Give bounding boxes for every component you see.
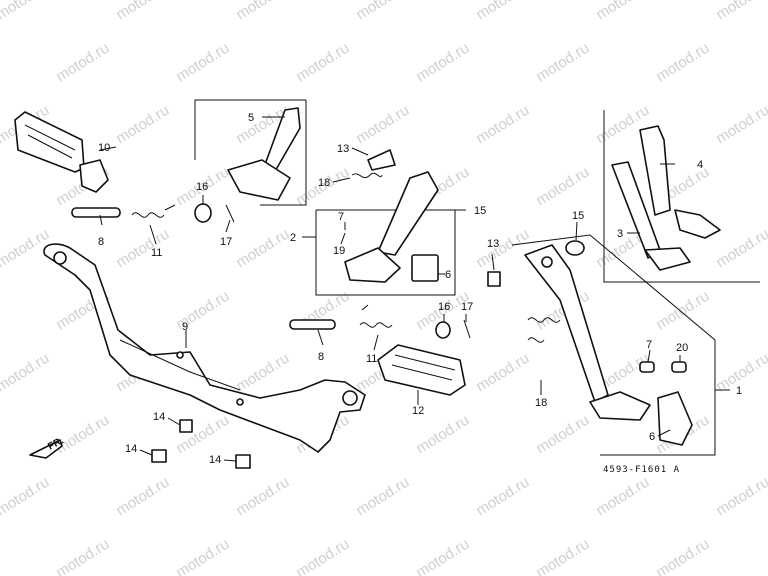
sidestand-assembly-2: [344, 149, 439, 283]
callout-5: 5: [248, 112, 254, 124]
sidestand-small: [227, 107, 301, 201]
callout-8-left: 8: [98, 236, 104, 248]
watermark-text: motod.ru: [413, 536, 472, 576]
watermark-text: motod.ru: [53, 412, 112, 458]
watermark-text: motod.ru: [413, 40, 472, 86]
callout-11-left: 11: [151, 247, 162, 259]
callout-labels: 1 2 3 4 5 6 6 7 7 8 8 9 10 11 11 12 13 1…: [98, 112, 742, 466]
sidestand-assembly-4: [611, 125, 721, 271]
washers: [194, 203, 471, 339]
diagram-code: 4593-F1601 A: [603, 465, 680, 475]
watermark-text: motod.ru: [653, 40, 712, 86]
watermark-text: motod.ru: [53, 536, 112, 576]
callout-11-right: 11: [366, 353, 377, 365]
callout-18-stand: 18: [318, 177, 330, 189]
springs: [131, 204, 393, 328]
callout-3: 3: [617, 228, 623, 240]
watermark-text: motod.ru: [533, 40, 592, 86]
callout-6-stand: 6: [445, 269, 451, 281]
watermark-text: motod.ru: [653, 288, 712, 334]
watermark-text: motod.ru: [473, 474, 532, 520]
callout-14-b: 14: [125, 443, 137, 455]
watermark-text: motod.ru: [713, 474, 768, 520]
watermark-text: motod.ru: [413, 412, 472, 458]
watermark-text: motod.ru: [173, 40, 232, 86]
callout-20: 20: [676, 342, 688, 354]
callout-leaders: [99, 116, 730, 462]
watermark-text: motod.ru: [353, 0, 412, 23]
watermark-text: motod.ru: [113, 226, 172, 272]
watermark-text: motod.ru: [293, 536, 352, 576]
watermark-text: motod.ru: [713, 226, 768, 272]
watermark-text: motod.ru: [113, 474, 172, 520]
callout-13-stand: 13: [337, 143, 349, 155]
step-bar-part: [43, 243, 366, 453]
callout-7-stand: 7: [338, 211, 344, 223]
callout-6-main: 6: [649, 431, 655, 443]
callout-19: 19: [333, 245, 345, 257]
callout-8-right: 8: [318, 351, 324, 363]
watermark-text: motod.ru: [473, 350, 532, 396]
group-boxes: [194, 99, 760, 456]
callout-1: 1: [736, 385, 742, 397]
callout-15-stand: 15: [474, 205, 486, 217]
watermark-text: motod.ru: [713, 102, 768, 148]
watermark-text: motod.ru: [233, 474, 292, 520]
watermark-text: motod.ru: [473, 226, 532, 272]
watermark-text: motod.ru: [0, 0, 52, 23]
callout-4: 4: [697, 159, 703, 171]
watermark-text: motod.ru: [533, 164, 592, 210]
watermark-text: motod.ru: [353, 474, 412, 520]
watermark-text: motod.ru: [233, 350, 292, 396]
bolts: [151, 419, 251, 469]
callout-17-left: 17: [220, 236, 232, 248]
watermark-text: motod.ru: [233, 226, 292, 272]
watermark-text: motod.ru: [593, 0, 652, 23]
watermark-text: motod.ru: [113, 102, 172, 148]
watermark-text: motod.ru: [173, 412, 232, 458]
watermark-text: motod.ru: [533, 412, 592, 458]
watermark-text: motod.ru: [713, 0, 768, 23]
callout-16-left: 16: [196, 181, 208, 193]
watermark-text: motod.ru: [293, 40, 352, 86]
watermark-text: motod.ru: [593, 474, 652, 520]
watermark-text: motod.ru: [113, 0, 172, 23]
pins: [71, 207, 336, 330]
callout-9: 9: [182, 321, 188, 333]
callout-10: 10: [98, 142, 110, 154]
main-stand-part: [487, 240, 693, 446]
callout-14-a: 14: [153, 411, 165, 423]
watermark-text: motod.ru: [353, 102, 412, 148]
watermark-text: motod.ru: [473, 0, 532, 23]
footpeg-rubber-left: [14, 111, 109, 193]
callout-12: 12: [412, 405, 424, 417]
callout-7-main: 7: [646, 339, 652, 351]
callout-16-right: 16: [438, 301, 450, 313]
watermark-text: motod.ru: [53, 40, 112, 86]
watermark-text: motod.ru: [533, 536, 592, 576]
watermark-text: motod.ru: [0, 350, 52, 396]
watermark-text: motod.ru: [0, 474, 52, 520]
watermark-text: motod.ru: [473, 102, 532, 148]
callout-15-main: 15: [572, 210, 584, 222]
watermark-text: motod.ru: [173, 536, 232, 576]
callout-2: 2: [290, 232, 296, 244]
callout-17-right: 17: [461, 301, 473, 313]
watermark-text: motod.ru: [233, 0, 292, 23]
callout-13-main: 13: [487, 238, 499, 250]
callout-18-main: 18: [535, 397, 547, 409]
watermark-text: motod.ru: [653, 536, 712, 576]
callout-14-c: 14: [209, 454, 221, 466]
footpeg-rubber-right: [377, 344, 466, 396]
